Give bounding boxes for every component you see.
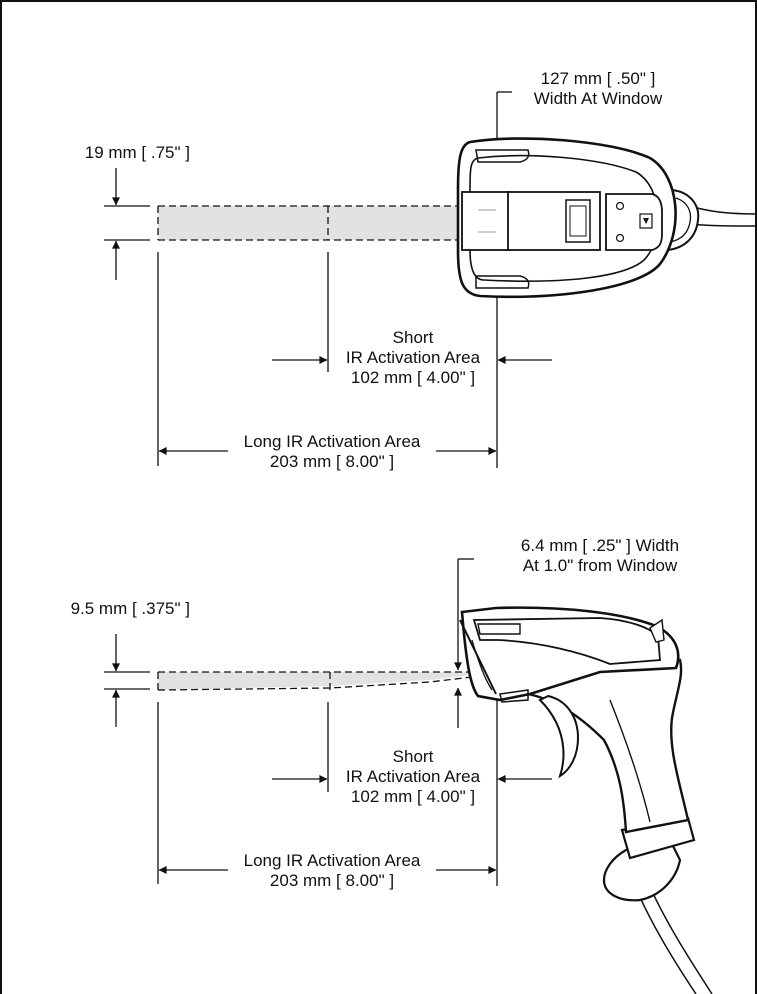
- top-long-area-line2: 203 mm [ 8.00" ]: [269, 452, 395, 471]
- top-short-area-line3: 102 mm [ 4.00" ]: [350, 368, 476, 387]
- top-window-width-line2: Width At Window: [533, 89, 663, 108]
- side-short-area-line1: Short: [392, 747, 434, 766]
- top-beam-height-dimension: [104, 168, 150, 280]
- scanner-top-view: [456, 137, 757, 299]
- top-long-beam-area: [158, 206, 458, 240]
- side-beam-height-label: 9.5 mm [ .375" ]: [10, 599, 190, 619]
- side-beam-height-dimension: [104, 634, 150, 727]
- side-short-area-line2: IR Activation Area: [345, 767, 481, 786]
- side-short-area-label: Short IR Activation Area 102 mm [ 4.00" …: [318, 747, 508, 807]
- side-long-area-line2: 203 mm [ 8.00" ]: [269, 871, 395, 890]
- top-long-area-line1: Long IR Activation Area: [243, 432, 421, 451]
- side-window-width-label: 6.4 mm [ .25" ] Width At 1.0" from Windo…: [490, 536, 710, 576]
- top-extension-lines: [157, 91, 512, 468]
- top-view: [104, 91, 757, 468]
- top-short-area-label: Short IR Activation Area 102 mm [ 4.00" …: [318, 328, 508, 388]
- top-beam-outline: [157, 205, 458, 241]
- side-short-area-line3: 102 mm [ 4.00" ]: [350, 787, 476, 806]
- top-beam-height-label: 19 mm [ .75" ]: [20, 143, 190, 163]
- side-beam-outline: [157, 671, 481, 691]
- side-view: [104, 558, 713, 994]
- top-window-width-label: 127 mm [ .50" ] Width At Window: [498, 69, 698, 109]
- side-window-width-line2: At 1.0" from Window: [522, 556, 678, 575]
- top-short-area-line2: IR Activation Area: [345, 348, 481, 367]
- side-long-area-line1: Long IR Activation Area: [243, 851, 421, 870]
- side-extension-lines: [157, 558, 498, 886]
- scanner-side-view: [459, 606, 713, 994]
- top-long-area-label: Long IR Activation Area 203 mm [ 8.00" ]: [212, 432, 452, 472]
- side-beam-height-text: 9.5 mm [ .375" ]: [70, 599, 190, 618]
- top-beam-height-text: 19 mm [ .75" ]: [84, 143, 190, 162]
- side-long-area-label: Long IR Activation Area 203 mm [ 8.00" ]: [212, 851, 452, 891]
- side-window-width-line1: 6.4 mm [ .25" ] Width: [520, 536, 680, 555]
- side-long-beam-area: [158, 672, 480, 690]
- top-window-width-line1: 127 mm [ .50" ]: [540, 69, 656, 88]
- top-short-area-line1: Short: [392, 328, 434, 347]
